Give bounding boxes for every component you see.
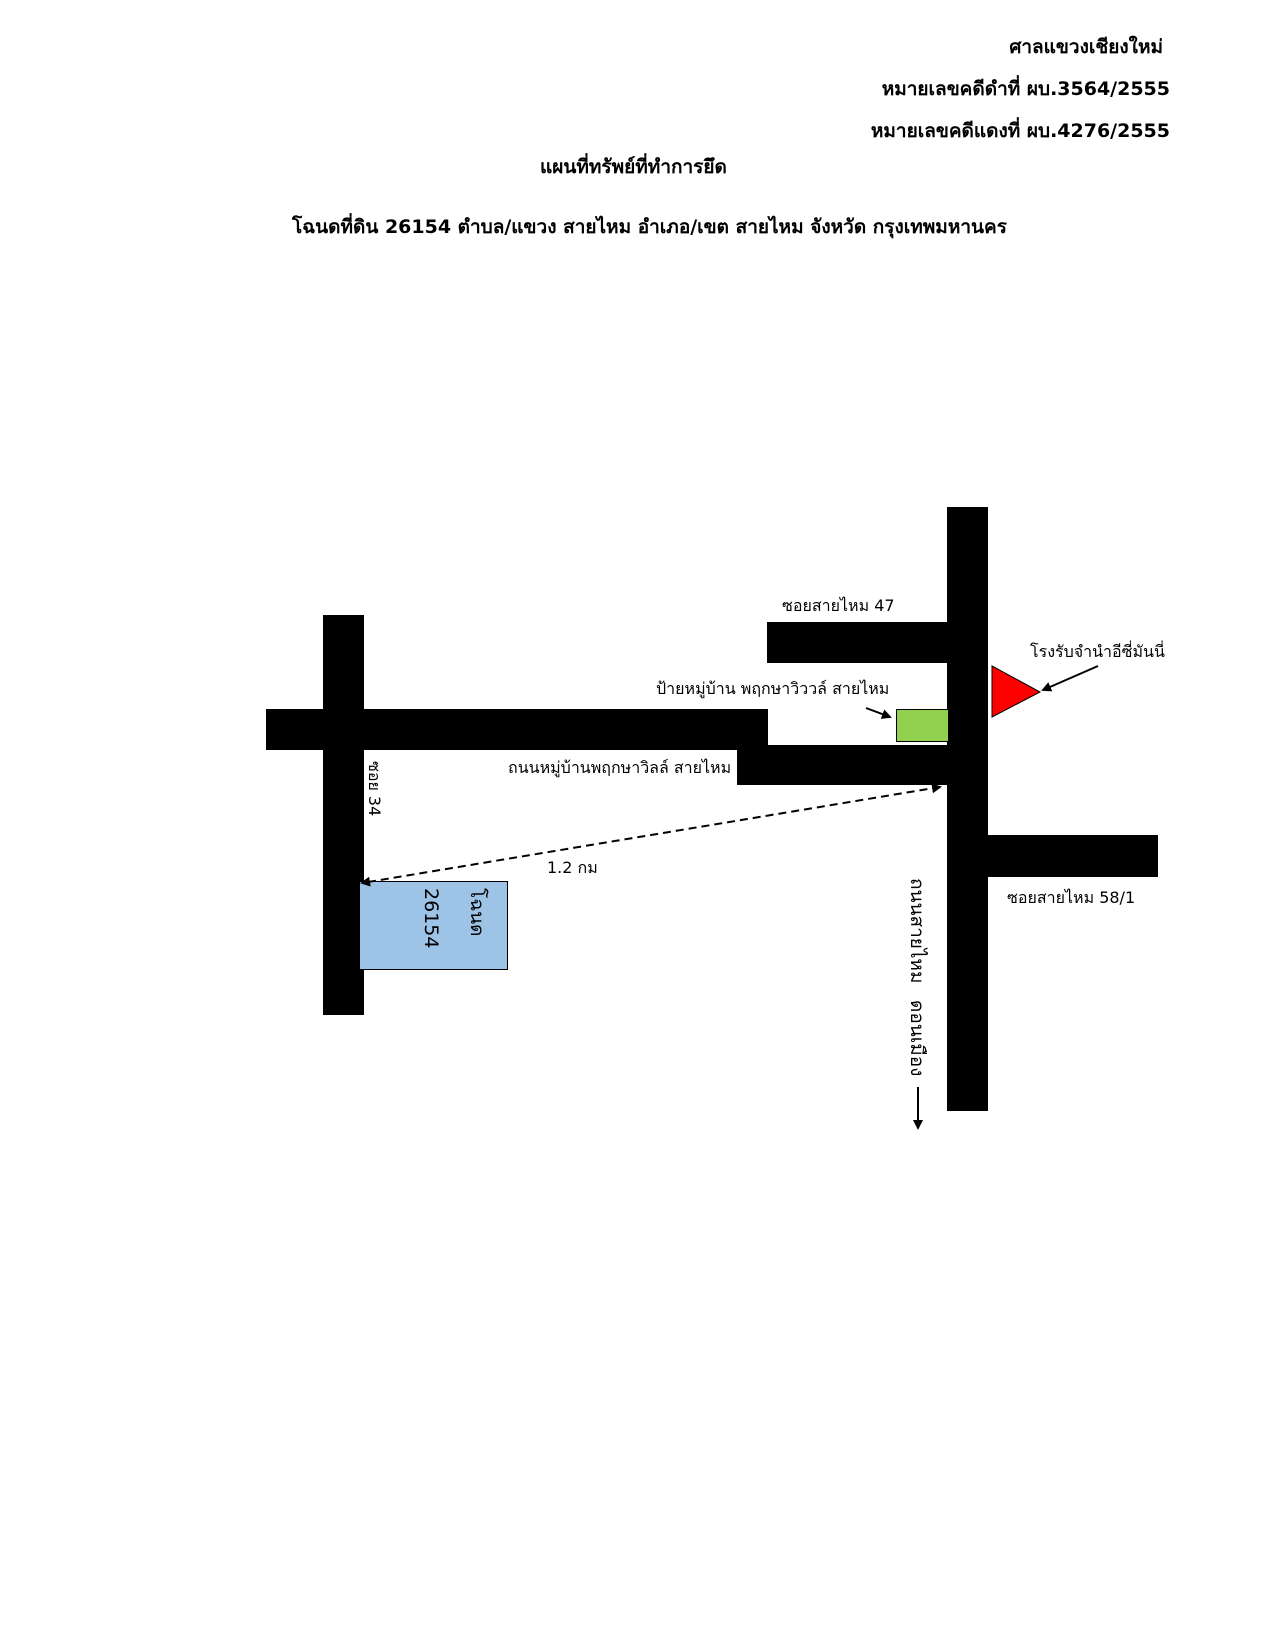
soi-58-1-road bbox=[986, 835, 1158, 877]
soi-47-label: ซอยสายไหม 47 bbox=[782, 596, 895, 615]
main-road-vertical bbox=[947, 507, 988, 1111]
map-title: แผนที่ทรัพย์ที่ทำการยึด bbox=[540, 156, 727, 178]
court-name: ศาลแขวงเชียงใหม่ bbox=[1009, 36, 1163, 58]
village-sign-marker bbox=[896, 709, 949, 742]
dashed-double-arrow-icon bbox=[360, 783, 942, 887]
deed-parcel bbox=[359, 881, 508, 970]
main-road-label: ถนนสายไหม bbox=[906, 878, 928, 984]
soi-47-road bbox=[767, 622, 949, 663]
distance-label: 1.2 กม bbox=[547, 858, 598, 877]
red-triangle-icon bbox=[991, 665, 1042, 718]
village-road-east bbox=[737, 745, 949, 785]
don-mueang-label: ดอนเมือง bbox=[906, 1000, 928, 1077]
soi-34-road bbox=[323, 615, 364, 1015]
pawnshop-label: โรงรับจำนำอีซี่มันนี่ bbox=[1030, 642, 1165, 661]
red-case-number: หมายเลขคดีแดงที่ ผบ.4276/2555 bbox=[870, 120, 1170, 142]
deed-description: โฉนดที่ดิน 26154 ตำบล/แขวง สายไหม อำเภอ/… bbox=[292, 216, 1007, 238]
village-sign-label: ป้ายหมู่บ้าน พฤกษาวิววล์ สายไหม bbox=[656, 679, 890, 698]
soi-34-label: ซอย 34 bbox=[365, 761, 384, 817]
village-road-label: ถนนหมู่บ้านพฤกษาวิลล์ สายไหม bbox=[508, 758, 732, 777]
soi-58-1-label: ซอยสายไหม 58/1 bbox=[1007, 888, 1136, 907]
village-sign-pointer-arrow bbox=[865, 707, 892, 719]
black-case-number: หมายเลขคดีดำที่ ผบ.3564/2555 bbox=[881, 78, 1170, 100]
pawnshop-pointer-arrow bbox=[1041, 665, 1099, 692]
